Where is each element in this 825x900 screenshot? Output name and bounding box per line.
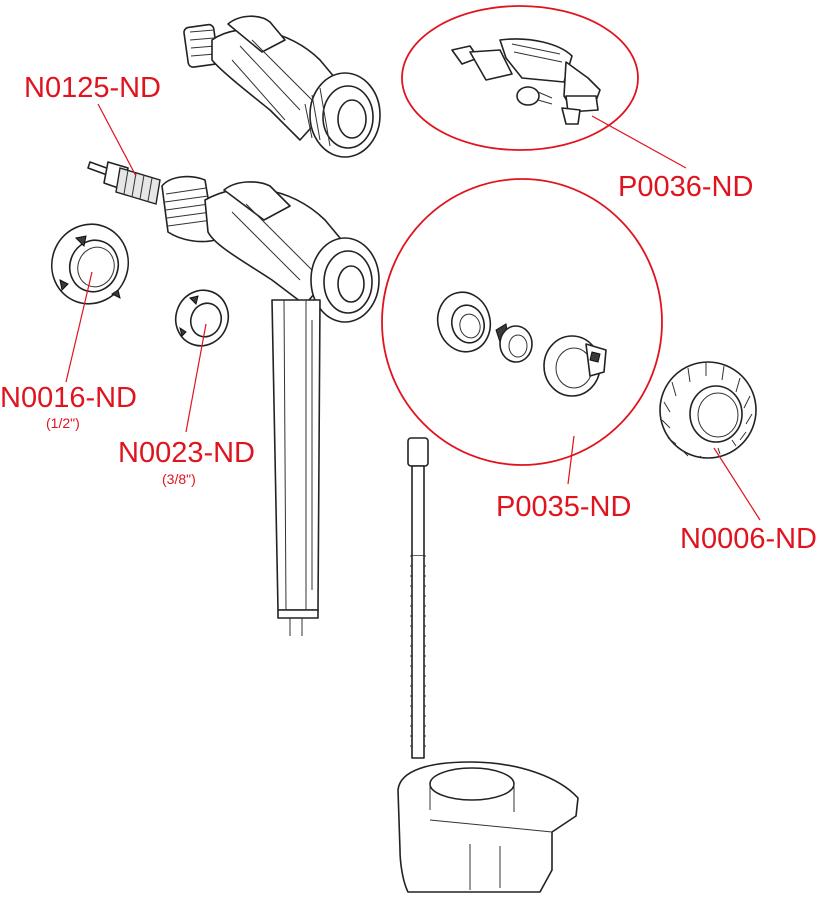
part-size-n0016: (1/2") (46, 415, 80, 431)
gasket-n0016 (50, 223, 130, 305)
leader-n0006 (713, 447, 761, 521)
needle-part-n0125 (87, 161, 161, 205)
part-code-p0035: P0035-ND (496, 491, 631, 523)
gasket-n0023 (174, 289, 230, 347)
lever-assembly-p0036 (451, 38, 601, 125)
part-code-n0125: N0125-ND (24, 72, 161, 104)
float-rod (407, 437, 429, 759)
float-cup (397, 761, 579, 893)
leader-n0016 (65, 271, 93, 383)
highlight-circle-p0036 (401, 5, 639, 151)
part-code-p0036: P0036-ND (618, 171, 753, 203)
nut-n0006 (659, 361, 757, 459)
leader-n0023 (185, 323, 207, 433)
part-size-n0023: (3/8") (162, 471, 196, 487)
part-code-n0006: N0006-ND (680, 523, 817, 555)
inlet-valve-body-upper (183, 15, 381, 158)
leader-n0125 (97, 103, 137, 177)
leader-p0035 (567, 435, 575, 485)
valve-set-p0035 (436, 291, 607, 397)
leader-p0036 (591, 115, 687, 169)
highlight-circle-p0035 (381, 178, 663, 466)
part-code-n0016: N0016-ND (0, 382, 137, 414)
part-code-n0023: N0023-ND (118, 437, 255, 469)
inlet-valve-body-lower (161, 175, 380, 636)
